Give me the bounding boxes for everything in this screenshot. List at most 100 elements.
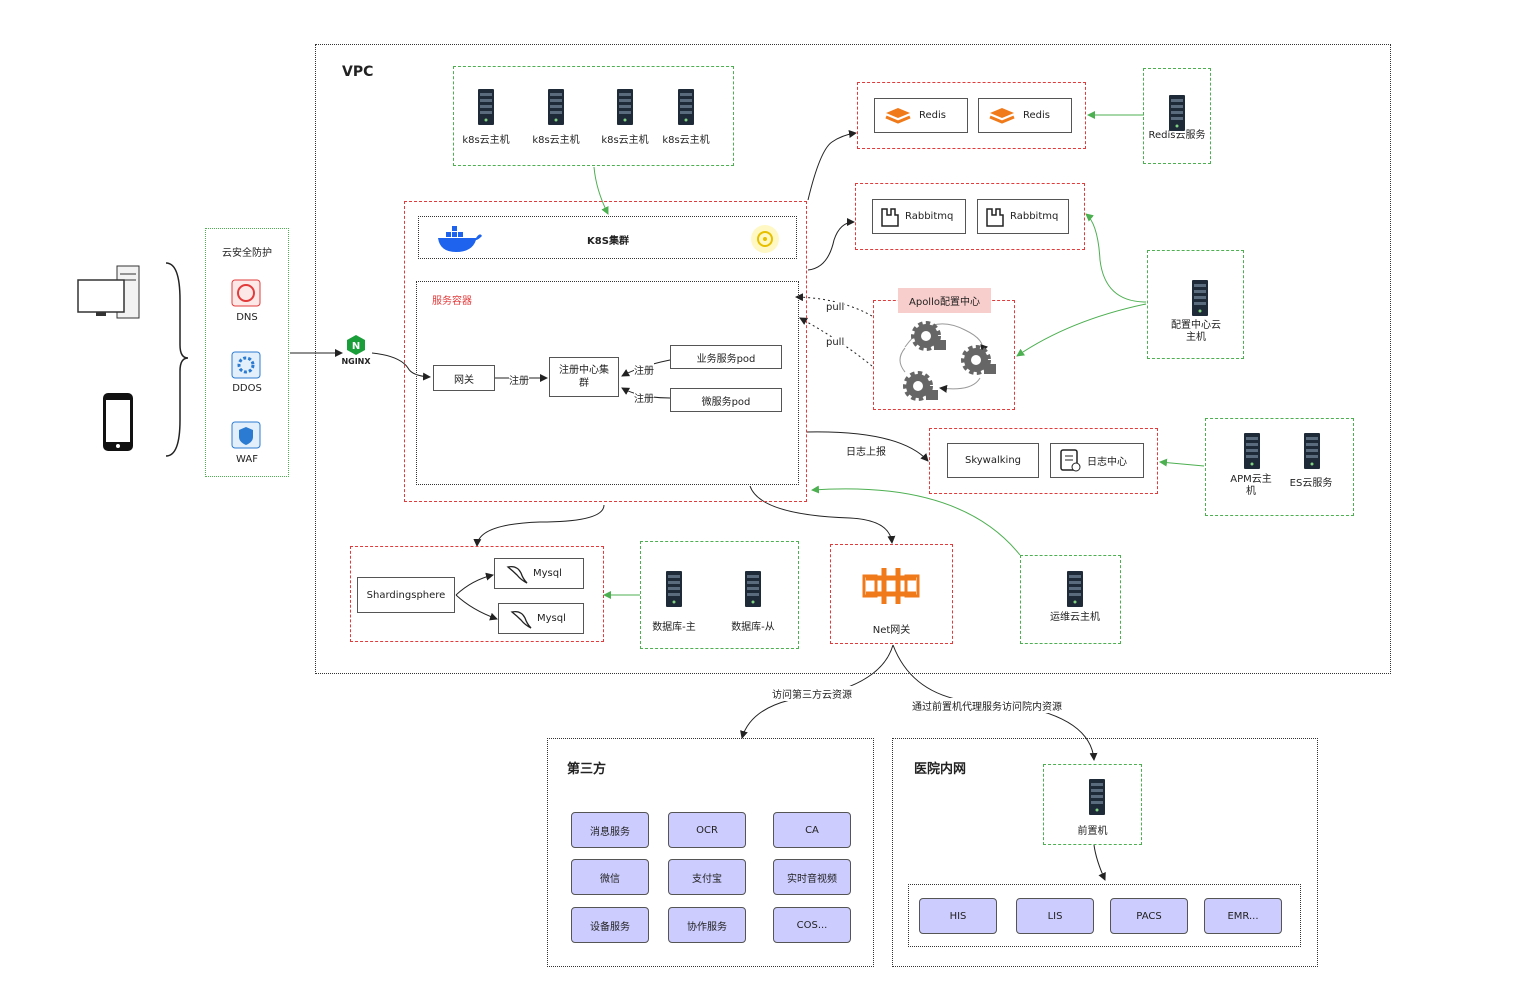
hospital-system[interactable]: HIS	[919, 898, 997, 934]
waf-icon	[231, 421, 261, 449]
vpc-title: VPC	[342, 64, 374, 80]
hospital-system[interactable]: LIS	[1016, 898, 1094, 934]
server-icon	[666, 571, 682, 607]
server-icon	[1169, 95, 1185, 131]
edge-apm-log	[1159, 458, 1205, 467]
mysql-dolphin-icon	[506, 565, 528, 584]
third-party-group	[547, 738, 874, 967]
gateway-node[interactable]: 网关	[433, 365, 495, 391]
log-center-label: 日志中心	[1087, 457, 1127, 468]
gear-icon	[911, 321, 946, 351]
third-party-service[interactable]: COS...	[773, 907, 851, 943]
rabbitmq-icon	[881, 207, 899, 227]
server-icon	[1244, 433, 1260, 469]
third-party-service[interactable]: 设备服务	[571, 907, 649, 943]
service-container-title: 服务容器	[432, 296, 472, 307]
mobile-phone-icon	[103, 393, 133, 451]
apm-group	[1205, 418, 1354, 516]
edge-nginx-gateway	[371, 352, 431, 381]
apm-host-label: APM云主机	[1230, 474, 1272, 497]
edge-cluster-net	[749, 485, 896, 544]
rabbitmq-icon	[986, 207, 1004, 227]
register-label-1: 注册	[509, 372, 529, 387]
net-gateway-group	[830, 544, 953, 644]
edge-front-items	[1093, 844, 1106, 881]
server-icon	[1089, 779, 1105, 815]
k8s-host-label: k8s云主机	[601, 135, 649, 146]
k8s-cluster-label: K8S集群	[587, 236, 629, 247]
config-host-label: 配置中心云主机	[1171, 320, 1221, 343]
hospital-system[interactable]: PACS	[1110, 898, 1188, 934]
mysql-node-2-label: Mysql	[537, 613, 566, 624]
ddos-icon	[231, 351, 261, 379]
server-icon	[548, 89, 564, 125]
third-party-service[interactable]: 支付宝	[668, 859, 746, 895]
server-icon	[1192, 280, 1208, 316]
edge-sharding-mysql-1	[455, 572, 494, 596]
net-gateway-icon	[862, 568, 920, 604]
mysql-node-1-label: Mysql	[533, 568, 562, 579]
k8s-host-label: k8s云主机	[462, 135, 510, 146]
k8s-host-label: k8s云主机	[662, 135, 710, 146]
mysql-node-1[interactable]: Mysql	[494, 558, 584, 589]
redis-node-2[interactable]: Redis	[978, 98, 1072, 133]
rabbitmq-node-2-label: Rabbitmq	[1010, 211, 1059, 222]
apollo-title[interactable]: Apollo配置中心	[898, 288, 991, 313]
redis-node-1[interactable]: Redis	[874, 98, 968, 133]
rabbitmq-node-2[interactable]: Rabbitmq	[977, 199, 1069, 234]
k8s-cluster-header	[418, 216, 797, 259]
server-icon	[478, 89, 494, 125]
rabbitmq-node-1[interactable]: Rabbitmq	[872, 199, 966, 234]
third-party-title: 第三方	[567, 762, 607, 777]
micro-pod-node[interactable]: 微服务pod	[670, 388, 782, 412]
nginx-label: NGINX	[341, 357, 371, 366]
kubernetes-icon	[751, 225, 779, 253]
log-center-node[interactable]: 日志中心	[1050, 443, 1144, 478]
edge-apollo-pull-1	[795, 293, 873, 317]
shardingsphere-node[interactable]: Shardingsphere	[357, 577, 455, 613]
third-party-service[interactable]: 消息服务	[571, 812, 649, 848]
edge-cluster-redis	[807, 130, 857, 201]
db-master-label: 数据库-主	[652, 622, 696, 633]
mysql-node-2[interactable]: Mysql	[498, 603, 584, 634]
edge-config-apollo	[1016, 303, 1147, 357]
hospital-group	[892, 738, 1318, 967]
server-icon	[678, 89, 694, 125]
log-report-label: 日志上报	[846, 443, 886, 458]
third-party-service[interactable]: CA	[773, 812, 851, 848]
ops-host-group	[1020, 555, 1121, 644]
security-item-ddos: DDOS	[232, 383, 262, 394]
edge-k8s-cluster	[593, 166, 609, 215]
server-icon	[1067, 571, 1083, 607]
log-document-icon	[1060, 448, 1081, 471]
vpc-boundary	[315, 44, 1391, 674]
edge-cluster-db	[473, 504, 605, 547]
redis-cloud-label: Redis云服务	[1148, 130, 1206, 141]
edge-cluster-rabbitmq	[807, 218, 855, 271]
es-cloud-label: ES云服务	[1289, 478, 1333, 489]
third-party-service[interactable]: 实时音视频	[773, 859, 851, 895]
gear-arrow-2	[939, 377, 981, 393]
edge-label-hospital: 通过前置机代理服务访问院内资源	[912, 698, 1062, 713]
edge-label-third-party: 访问第三方云资源	[772, 686, 852, 701]
skywalking-node[interactable]: Skywalking	[947, 443, 1039, 478]
redis-node-2-label: Redis	[1023, 110, 1050, 121]
security-title: 云安全防护	[222, 248, 272, 259]
front-host-group	[1043, 764, 1142, 845]
edge-sharding-mysql-2	[455, 594, 498, 621]
front-host-label: 前置机	[1077, 826, 1108, 837]
registry-node[interactable]: 注册中心集群	[549, 357, 619, 397]
business-pod-node[interactable]: 业务服务pod	[670, 345, 782, 369]
third-party-service[interactable]: OCR	[668, 812, 746, 848]
third-party-service[interactable]: 微信	[571, 859, 649, 895]
register-label-3: 注册	[634, 390, 654, 405]
third-party-service[interactable]: 协作服务	[668, 907, 746, 943]
rabbitmq-group	[855, 183, 1085, 250]
server-icon	[617, 89, 633, 125]
docker-icon	[438, 226, 482, 252]
hospital-system[interactable]: EMR...	[1204, 898, 1282, 934]
redis-icon	[885, 107, 911, 124]
pull-label-2: pull	[826, 337, 845, 348]
svg-text:N: N	[352, 341, 360, 352]
security-panel	[205, 228, 289, 477]
